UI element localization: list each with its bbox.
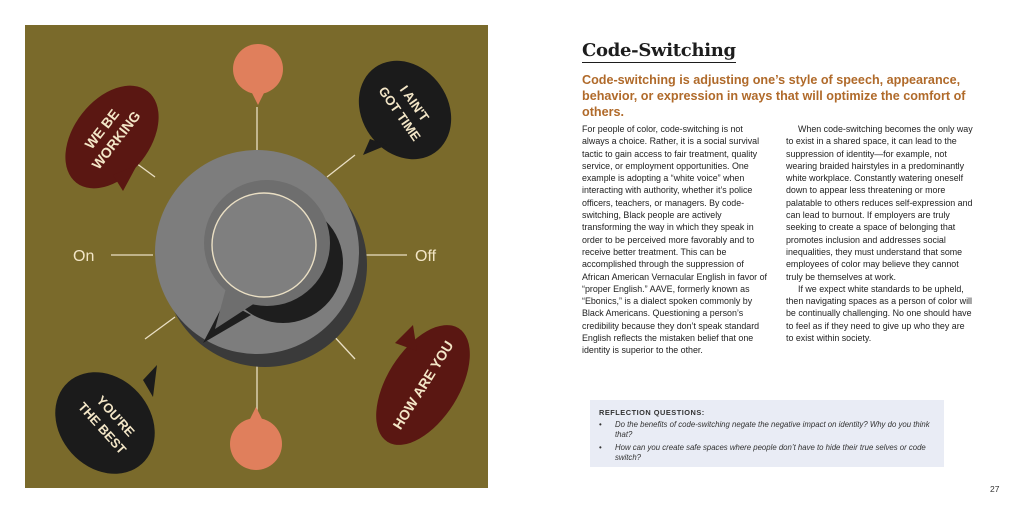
label-off: Off bbox=[415, 248, 437, 265]
label-on: On bbox=[73, 248, 94, 265]
reflection-question-2-text: How can you create safe spaces where peo… bbox=[615, 443, 926, 462]
dial-knob bbox=[155, 150, 367, 367]
reflection-question-2: • How can you create safe spaces where p… bbox=[599, 443, 934, 463]
reflection-question-1: • Do the benefits of code-switching nega… bbox=[599, 420, 934, 440]
reflection-heading: REFLECTION QUESTIONS: bbox=[599, 408, 705, 417]
bubble-i-aint-got-time: I AIN'T GOT TIME bbox=[358, 60, 452, 160]
reflection-question-1-text: Do the benefits of code-switching negate… bbox=[615, 420, 930, 439]
article-lede: Code-switching is adjusting one’s style … bbox=[582, 73, 966, 119]
bullet-1: • bbox=[599, 420, 602, 429]
article: Code-Switching Code-switching is adjusti… bbox=[582, 40, 974, 357]
col1-paragraph: For people of color, code-switching is n… bbox=[582, 124, 767, 356]
col2-paragraph-2: If we expect white standards to be uphel… bbox=[786, 283, 972, 344]
reflection-box: REFLECTION QUESTIONS: • Do the benefits … bbox=[590, 400, 944, 467]
column-left: For people of color, code-switching is n… bbox=[582, 123, 770, 357]
article-title: Code-Switching bbox=[582, 40, 736, 63]
bubble-we-be-working: WE BE WORKING bbox=[65, 85, 159, 191]
column-right: When code-switching becomes the only way… bbox=[786, 123, 974, 357]
article-columns: For people of color, code-switching is n… bbox=[582, 123, 974, 357]
tick-lower-left bbox=[144, 316, 176, 340]
tick-upper-right bbox=[326, 154, 356, 178]
salmon-bubble-bottom bbox=[230, 407, 282, 470]
col2-paragraph-1: When code-switching becomes the only way… bbox=[786, 124, 973, 282]
bullet-2: • bbox=[599, 443, 602, 452]
bubble-youre-the-best: YOU'RE THE BEST bbox=[55, 365, 157, 474]
illustration-dial: WE BE WORKING I AIN'T GOT TIME YOU'RE TH… bbox=[25, 25, 488, 488]
page-number: 27 bbox=[990, 484, 1000, 494]
salmon-bubble-top bbox=[233, 44, 283, 105]
